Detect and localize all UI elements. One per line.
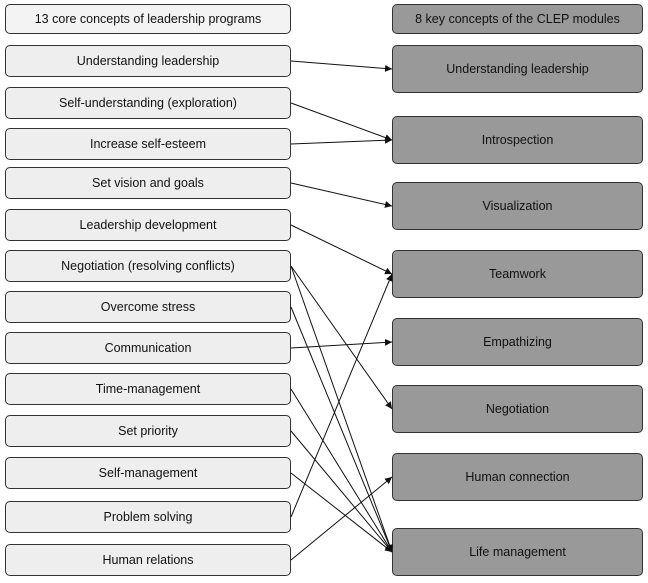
right-concept-empathizing: Empathizing [392,318,643,366]
left-concept-label: Human relations [102,553,194,567]
right-concept-label: Negotiation [485,402,550,416]
right-concept-label: Understanding leadership [446,62,589,76]
arrow-understanding-leadership-to-understanding-leadership [290,60,393,72]
left-concept-understanding-leadership: Understanding leadership [5,45,291,77]
right-concept-label: Introspection [481,133,554,147]
arrow-overcome-stress-to-life-management [290,306,393,553]
left-concept-self-understanding-exploration: Self-understanding (exploration) [5,87,291,119]
right-concept-label: Visualization [482,199,553,213]
arrow-set-vision-and-goals-to-visualization [290,182,393,208]
left-concept-label: Increase self-esteem [89,137,207,151]
left-concept-label: Problem solving [103,510,193,524]
left-concept-label: Self-management [98,466,198,480]
right-concept-teamwork: Teamwork [392,250,643,298]
left-concept-leadership-development: Leadership development [5,209,291,241]
left-concept-overcome-stress: Overcome stress [5,291,291,323]
left-concept-human-relations: Human relations [5,544,291,576]
left-concept-label: Understanding leadership [76,54,220,68]
right-concept-life-management: Life management [392,528,643,576]
left-concept-negotiation-resolving-conflicts: Negotiation (resolving conflicts) [5,250,291,282]
left-concept-label: Communication [104,341,192,355]
right-concept-label: Empathizing [483,335,552,349]
right-concept-introspection: Introspection [392,116,643,164]
arrow-self-management-to-life-management [290,472,393,553]
arrow-time-management-to-life-management [290,388,393,553]
left-concept-label: Set priority [118,424,178,438]
left-concept-increase-self-esteem: Increase self-esteem [5,128,291,160]
right-concept-label: Life management [469,545,566,559]
right-column-header: 8 key concepts of the CLEP modules [392,4,643,34]
arrow-increase-self-esteem-to-introspection [290,136,393,145]
right-concept-negotiation: Negotiation [392,385,643,433]
right-concept-label: Teamwork [489,267,546,281]
left-concept-self-management: Self-management [5,457,291,489]
right-header-label: 8 key concepts of the CLEP modules [415,12,620,26]
arrow-human-relations-to-human-connection [290,476,393,561]
left-concept-set-priority: Set priority [5,415,291,447]
arrow-negotiation-resolving-conflicts-to-negotiation [290,265,393,410]
arrow-negotiation-resolving-conflicts-to-life-management [290,265,393,553]
left-header-label: 13 core concepts of leadership programs [34,12,262,26]
right-concept-human-connection: Human connection [392,453,643,501]
left-concept-label: Negotiation (resolving conflicts) [61,259,235,273]
arrow-set-priority-to-life-management [290,430,393,553]
left-concept-label: Leadership development [79,218,217,232]
arrow-self-understanding-exploration-to-introspection [290,102,393,141]
right-concept-understanding-leadership: Understanding leadership [392,45,643,93]
left-column-header: 13 core concepts of leadership programs [5,4,291,34]
arrow-communication-to-empathizing [290,338,393,349]
left-concept-label: Overcome stress [100,300,196,314]
left-concept-label: Time-management [95,382,201,396]
left-concept-label: Self-understanding (exploration) [59,96,237,110]
right-concept-label: Human connection [465,470,570,484]
left-concept-label: Set vision and goals [92,176,204,190]
arrow-problem-solving-to-teamwork [290,273,393,518]
left-concept-time-management: Time-management [5,373,291,405]
left-concept-communication: Communication [5,332,291,364]
right-concept-visualization: Visualization [392,182,643,230]
left-concept-problem-solving: Problem solving [5,501,291,533]
arrow-leadership-development-to-teamwork [290,224,393,275]
left-concept-set-vision-and-goals: Set vision and goals [5,167,291,199]
